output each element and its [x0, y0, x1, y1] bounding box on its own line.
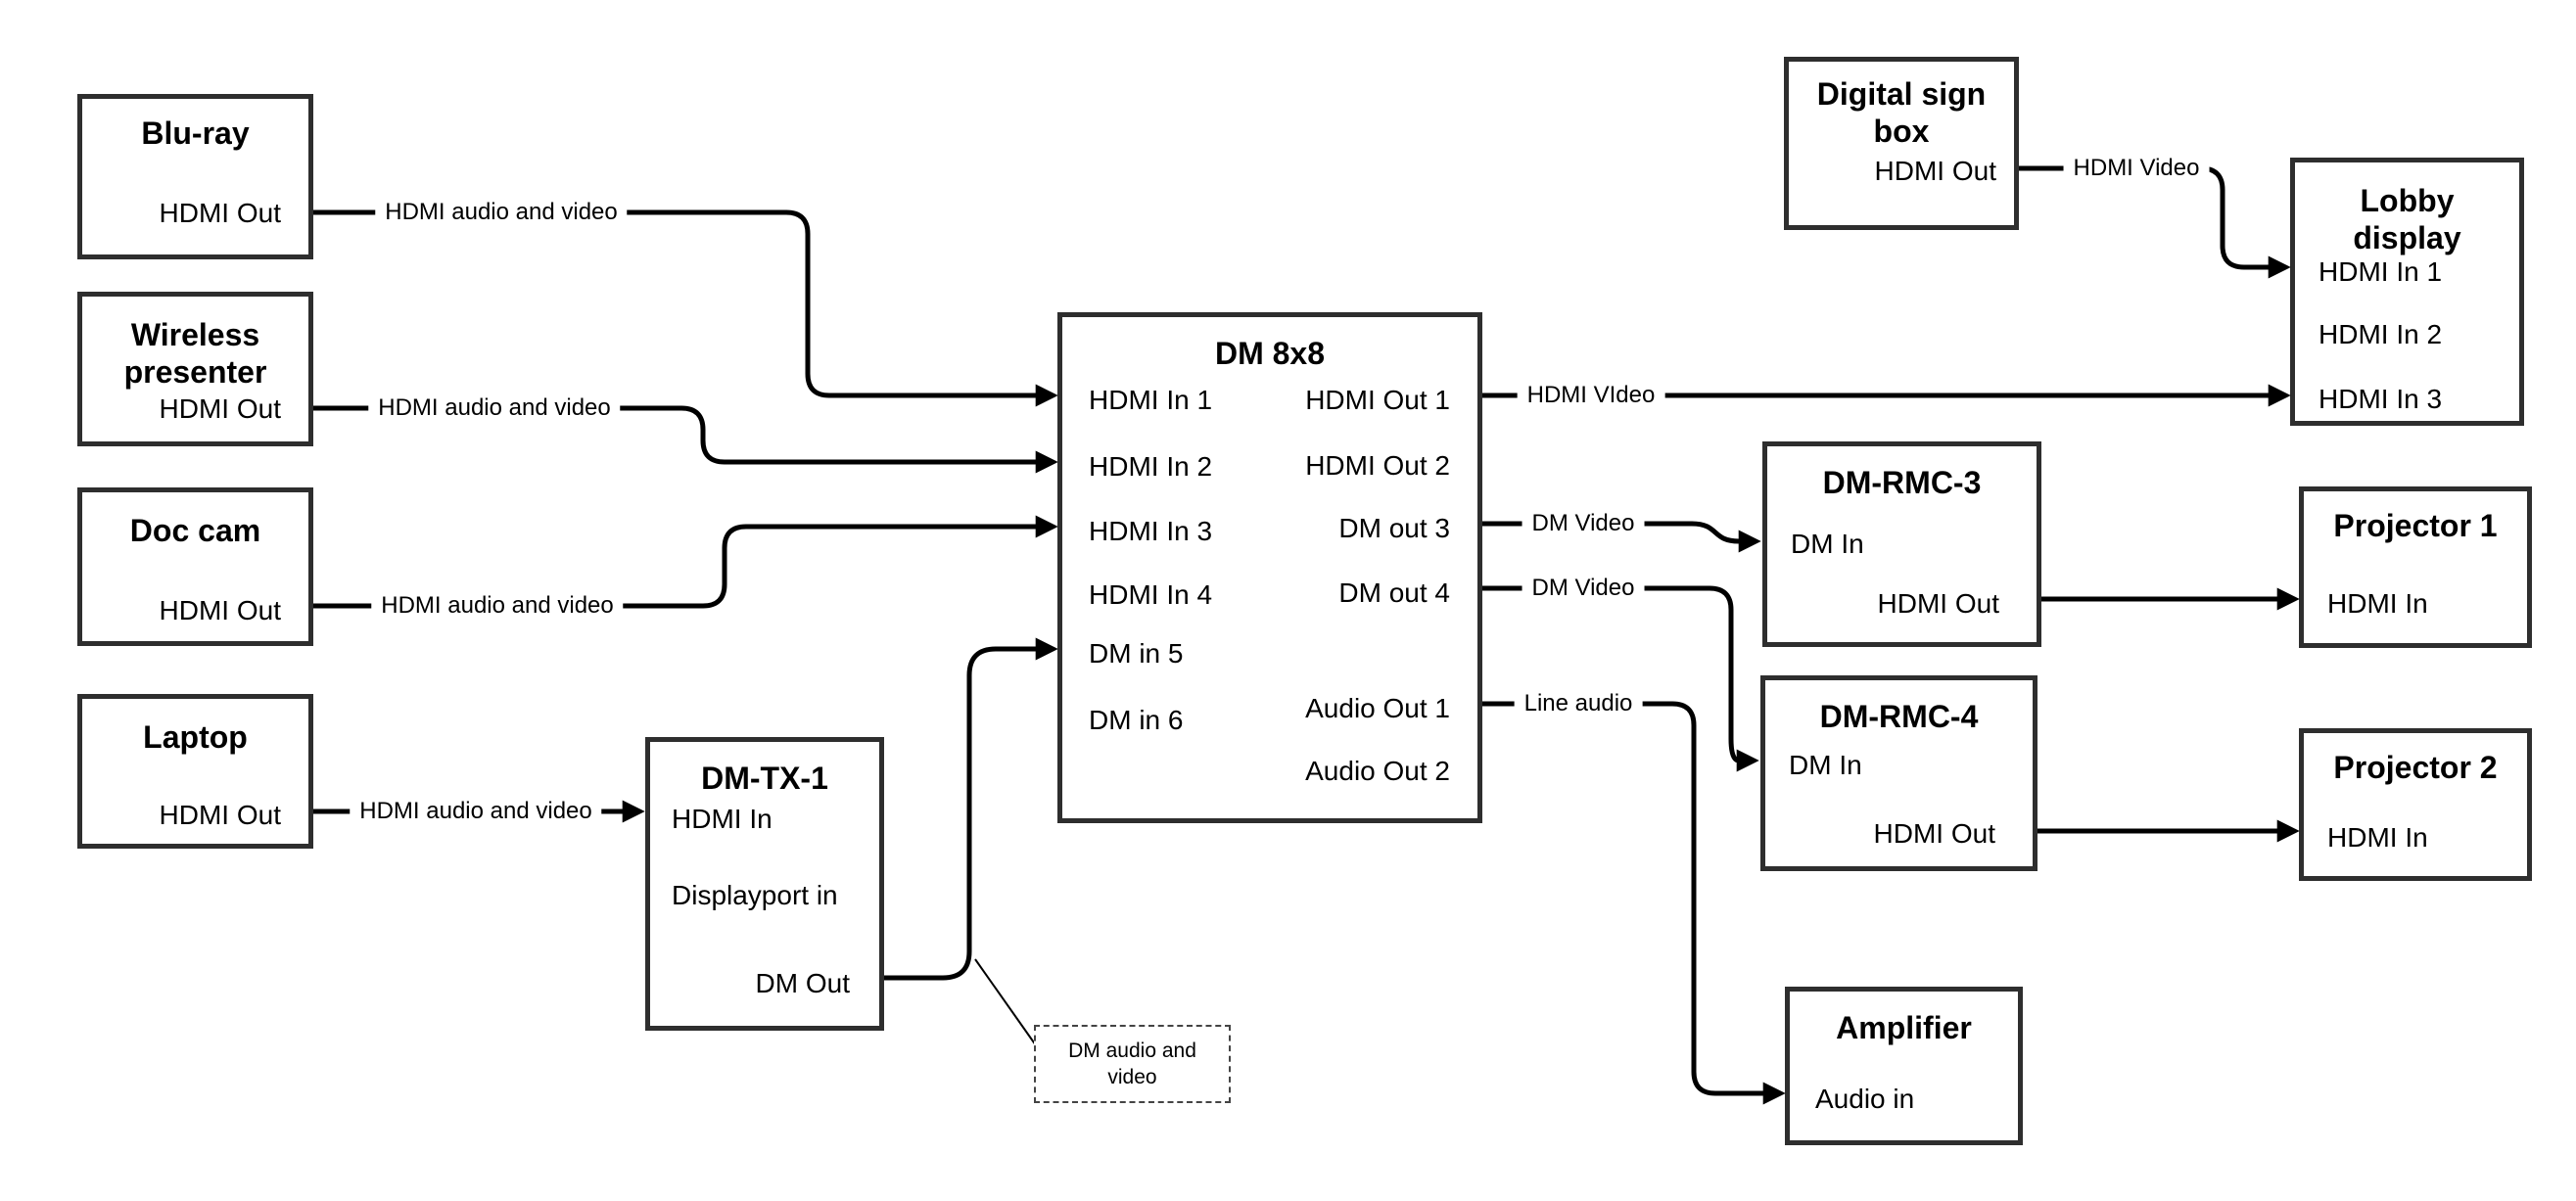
wire-label-wireless: HDMI audio and video — [368, 393, 621, 423]
callout-dm-audio-video: DM audio and video — [1034, 1025, 1231, 1103]
node-lobby-display: Lobby display HDMI In 1 HDMI In 2 HDMI I… — [2290, 158, 2524, 426]
port-hdmi-out-2: HDMI Out 2 — [1305, 450, 1450, 481]
node-dm-tx-1: DM-TX-1 HDMI In Displayport in DM Out — [645, 737, 884, 1031]
wire-dm-out-4-to-rmc-4 — [1482, 585, 1759, 772]
port-hdmi-out: HDMI Out — [1874, 156, 1996, 186]
node-dm-rmc-4: DM-RMC-4 DM In HDMI Out — [1760, 675, 2037, 871]
wire-label-bluray: HDMI audio and video — [375, 198, 628, 227]
port-audio-out-1: Audio Out 1 — [1305, 693, 1450, 723]
port-dm-out: DM Out — [755, 968, 850, 998]
port-hdmi-in: HDMI In — [672, 804, 773, 834]
node-title: DM-TX-1 — [701, 761, 828, 796]
wire-dm-tx-1-to-dm-in-5 — [884, 637, 1058, 981]
port-dm-in-6: DM in 6 — [1089, 705, 1184, 735]
wire-label-hdmi-out-1: HDMI VIdeo — [1517, 381, 1665, 410]
port-hdmi-out: HDMI Out — [1877, 588, 1999, 619]
port-dm-out-4: DM out 4 — [1338, 577, 1450, 608]
node-title: DM-RMC-4 — [1819, 699, 1979, 734]
node-wireless-presenter: Wireless presenter HDMI Out — [77, 292, 313, 446]
wire-label-laptop: HDMI audio and video — [350, 797, 602, 826]
node-digital-sign-box: Digital sign box HDMI Out — [1784, 57, 2019, 230]
port-displayport-in: Displayport in — [672, 880, 838, 910]
node-title: DM 8x8 — [1214, 336, 1326, 371]
port-hdmi-out: HDMI Out — [159, 800, 281, 830]
callout-text: DM audio and video — [1068, 1039, 1196, 1088]
node-projector-2: Projector 2 HDMI In — [2299, 728, 2532, 881]
node-title: Amplifier — [1836, 1010, 1972, 1045]
wire-label-line-audio: Line audio — [1514, 689, 1643, 718]
node-dm-rmc-3: DM-RMC-3 DM In HDMI Out — [1762, 441, 2041, 647]
port-dm-in-5: DM in 5 — [1089, 638, 1184, 669]
port-dm-out-3: DM out 3 — [1338, 513, 1450, 543]
wire-audio-out-1-to-amplifier — [1482, 701, 1786, 1105]
port-dm-in: DM In — [1789, 750, 1862, 780]
node-dm-8x8: DM 8x8 HDMI In 1 HDMI In 2 HDMI In 3 HDM… — [1057, 312, 1482, 823]
node-title: Laptop — [143, 719, 248, 755]
callout-leader-line — [974, 958, 1037, 1046]
node-title: Wireless presenter — [123, 317, 267, 390]
port-audio-in: Audio in — [1815, 1084, 1915, 1114]
port-hdmi-in-1: HDMI In 1 — [2318, 256, 2443, 287]
node-amplifier: Amplifier Audio in — [1785, 987, 2023, 1145]
wire-label-doccam: HDMI audio and video — [371, 591, 624, 621]
node-laptop: Laptop HDMI Out — [77, 694, 313, 849]
port-hdmi-in-2: HDMI In 2 — [2318, 319, 2443, 349]
port-hdmi-in-2: HDMI In 2 — [1089, 451, 1213, 482]
node-title: DM-RMC-3 — [1822, 465, 1982, 500]
wire-sign-to-lobby — [2019, 165, 2291, 279]
wire-bluray-to-hdmi-in-1 — [313, 209, 1058, 407]
port-hdmi-in: HDMI In — [2327, 588, 2428, 619]
node-title: Doc cam — [129, 513, 261, 548]
port-hdmi-out: HDMI Out — [1873, 818, 1995, 849]
port-hdmi-out: HDMI Out — [159, 393, 281, 424]
port-hdmi-in-3: HDMI In 3 — [1089, 516, 1213, 546]
port-hdmi-in-3: HDMI In 3 — [2318, 384, 2443, 414]
node-doc-cam: Doc cam HDMI Out — [77, 487, 313, 646]
node-blu-ray: Blu-ray HDMI Out — [77, 94, 313, 259]
node-title: Projector 1 — [2333, 508, 2498, 543]
wire-label-sign: HDMI Video — [2063, 154, 2210, 183]
port-hdmi-out: HDMI Out — [159, 198, 281, 228]
node-title: Digital sign box — [1816, 76, 1987, 149]
port-hdmi-in: HDMI In — [2327, 822, 2428, 853]
port-hdmi-in-4: HDMI In 4 — [1089, 579, 1213, 610]
port-dm-in: DM In — [1791, 529, 1864, 559]
wire-label-dm-out-3: DM Video — [1522, 509, 1645, 538]
wire-label-dm-out-4: DM Video — [1522, 574, 1645, 603]
port-hdmi-out-1: HDMI Out 1 — [1305, 385, 1450, 415]
port-hdmi-in-1: HDMI In 1 — [1089, 385, 1213, 415]
node-title: Projector 2 — [2333, 750, 2498, 785]
node-projector-1: Projector 1 HDMI In — [2299, 486, 2532, 648]
port-audio-out-2: Audio Out 2 — [1305, 756, 1450, 786]
node-title: Blu-ray — [141, 115, 250, 151]
node-title: Lobby display — [2353, 183, 2461, 255]
port-hdmi-out: HDMI Out — [159, 595, 281, 625]
